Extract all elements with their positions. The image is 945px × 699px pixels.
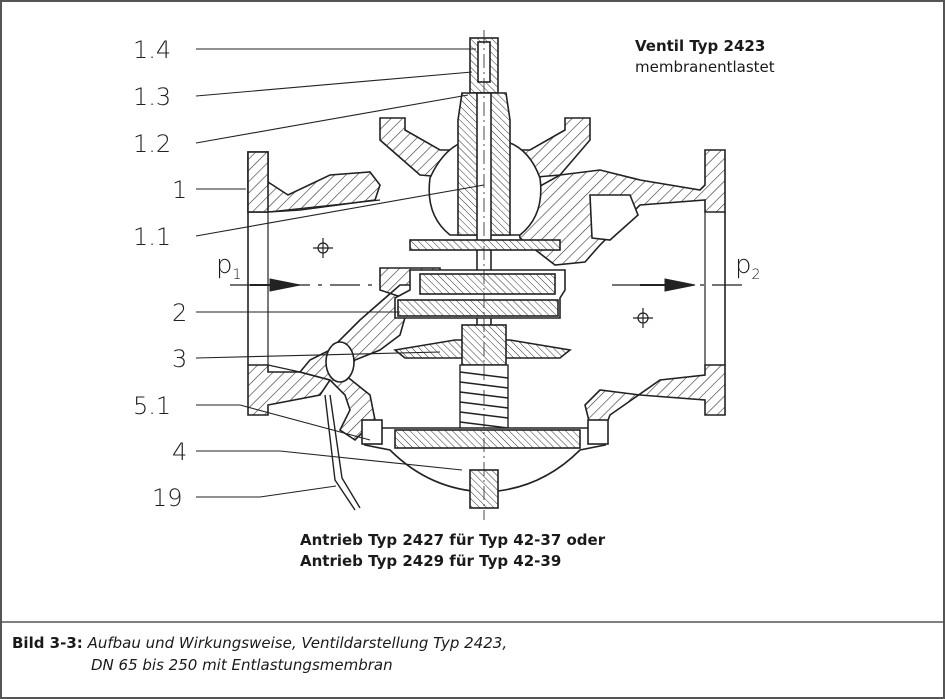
bolt-left bbox=[361, 419, 383, 445]
callout-1-2: 1.2 bbox=[133, 130, 172, 158]
actuator-top-plate bbox=[394, 429, 581, 449]
leader-4b bbox=[279, 450, 463, 471]
leader-lines bbox=[195, 48, 485, 498]
control-line bbox=[324, 394, 356, 511]
callout-1-4: 1.4 bbox=[133, 36, 172, 64]
callout-3: 3 bbox=[172, 345, 188, 373]
plug-upper bbox=[419, 273, 556, 295]
body-bottom-line-left bbox=[267, 364, 301, 373]
arrow-in bbox=[269, 278, 301, 292]
left-flange-plate bbox=[247, 151, 269, 213]
callout-1: 1 bbox=[172, 176, 188, 204]
pressure-p2: p2 bbox=[735, 250, 761, 284]
left-body-port bbox=[325, 341, 355, 383]
drive-label: Antrieb Typ 2427 für Typ 42-37 oder Antr… bbox=[300, 530, 605, 572]
callout-1-1: 1.1 bbox=[133, 223, 172, 251]
body-top-line-left bbox=[267, 199, 381, 213]
guide-plate bbox=[409, 239, 561, 251]
callout-4: 4 bbox=[172, 438, 188, 466]
plug-lower bbox=[397, 299, 559, 317]
bolt-right bbox=[587, 419, 609, 445]
drive-line-2: Antrieb Typ 2429 für Typ 42-39 bbox=[300, 552, 562, 570]
right-body-opening bbox=[589, 194, 639, 241]
arrow-out bbox=[664, 278, 696, 292]
control-line-2 bbox=[329, 394, 361, 509]
left-flange-bottom bbox=[247, 364, 332, 416]
leader-5-1b bbox=[239, 404, 371, 441]
callout-1-3: 1.3 bbox=[133, 83, 172, 111]
caption-label: Bild 3-3: bbox=[12, 634, 83, 652]
drive-line-1: Antrieb Typ 2427 für Typ 42-37 oder bbox=[300, 531, 606, 549]
caption-line-1: Aufbau und Wirkungsweise, Ventildarstell… bbox=[87, 634, 508, 652]
leader-1-3 bbox=[195, 71, 473, 97]
flow-indicators bbox=[230, 278, 742, 292]
figure-caption: Bild 3-3: Aufbau und Wirkungsweise, Vent… bbox=[12, 632, 507, 676]
pressure-p1: p1 bbox=[216, 250, 242, 284]
right-flange-bottom bbox=[584, 364, 726, 429]
leader-3 bbox=[195, 351, 441, 359]
callout-5-1: 5.1 bbox=[133, 392, 172, 420]
caption-line-2: DN 65 bis 250 mit Entlastungsmembran bbox=[91, 656, 393, 674]
leader-1-2 bbox=[195, 94, 469, 144]
leader-1-1 bbox=[195, 184, 485, 237]
leader-19b bbox=[259, 485, 337, 498]
callout-2: 2 bbox=[172, 299, 188, 327]
valve-drawing bbox=[247, 30, 726, 520]
callout-19: 19 bbox=[152, 484, 183, 512]
valve-title-sub: membranentlastet bbox=[635, 58, 775, 76]
pressure-taps bbox=[313, 238, 653, 328]
valve-title: Ventil Typ 2423 membranentlastet bbox=[635, 36, 775, 78]
pressure-p2-sub: 2 bbox=[751, 267, 761, 284]
pressure-p1-sub: 1 bbox=[232, 267, 242, 284]
valve-title-bold: Ventil Typ 2423 bbox=[635, 37, 766, 55]
